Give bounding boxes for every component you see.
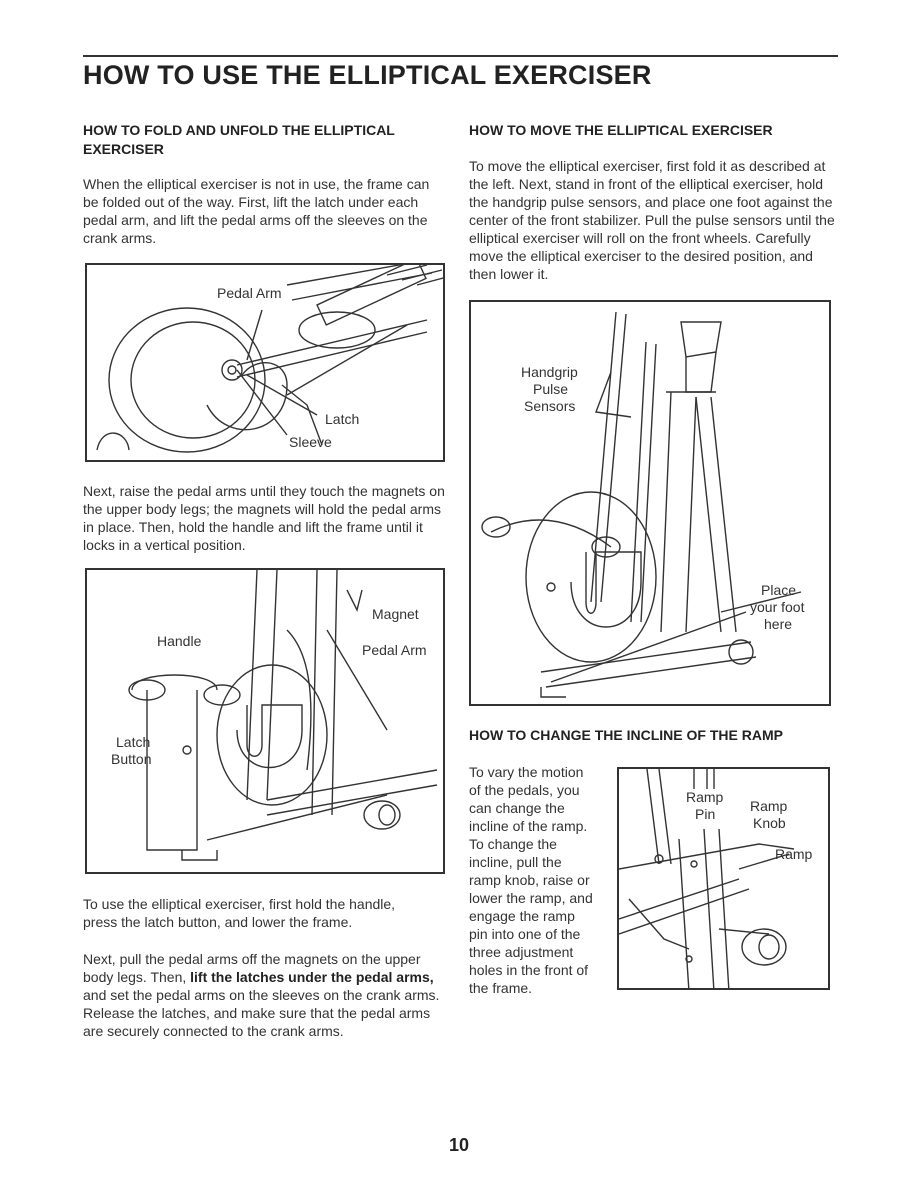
incline-heading: HOW TO CHANGE THE INCLINE OF THE RAMP — [469, 727, 783, 743]
label-ramp-pin-line2: Pin — [695, 806, 716, 822]
label-ramp-knob-line1: Ramp — [750, 798, 788, 814]
moving-illustration — [481, 311, 802, 698]
figure-ramp-incline: Ramp Pin Ramp Knob Ramp — [617, 767, 830, 990]
label-here: here — [764, 616, 793, 632]
label-handle: Handle — [157, 633, 202, 649]
label-latch: Latch — [325, 411, 360, 427]
label-pedal-arm: Pedal Arm — [217, 285, 282, 301]
folded-frame-illustration — [128, 570, 438, 861]
raise-paragraph: Next, raise the pedal arms until they to… — [83, 483, 445, 553]
title-rule — [83, 55, 838, 57]
incline-paragraph: To vary the motion of the pedals, you ca… — [469, 764, 593, 996]
label-pulse: Pulse — [533, 381, 569, 397]
label-magnet: Magnet — [372, 606, 419, 622]
label-ramp-knob-line2: Knob — [753, 815, 786, 831]
fold-heading: HOW TO FOLD AND UNFOLD THE ELLIPTICAL EX… — [83, 122, 395, 157]
move-paragraph: To move the elliptical exerciser, first … — [469, 158, 835, 282]
label-latch-button-line1: Latch — [116, 734, 151, 750]
pull-text-start: Next, pull the pedal arms off the magnet… — [83, 951, 421, 985]
pull-text-bold: lift the latches under the pedal arms, — [190, 969, 434, 985]
label-latch-button-line2: Button — [111, 751, 152, 767]
figure-magnet-handle: Magnet Handle Pedal Arm Latch Button — [85, 568, 445, 874]
pedal-arm-illustration — [96, 265, 443, 453]
page-number: 10 — [448, 1135, 470, 1155]
ramp-illustration — [619, 769, 795, 988]
figure-pedal-arm-latch: Pedal Arm Latch Sleeve — [85, 263, 445, 462]
label-sleeve: Sleeve — [289, 434, 332, 450]
fold-paragraph: When the elliptical exerciser is not in … — [83, 176, 430, 246]
label-place: Place — [761, 582, 797, 598]
use-paragraph: To use the elliptical exerciser, first h… — [83, 896, 396, 930]
page-title: HOW TO USE THE ELLIPTICAL EXERCISER — [83, 60, 652, 90]
label-handgrip: Handgrip — [521, 364, 578, 380]
label-ramp: Ramp — [775, 846, 813, 862]
label-sensors: Sensors — [524, 398, 576, 414]
label-your-foot: your foot — [750, 599, 805, 615]
pull-paragraph: Next, pull the pedal arms off the magnet… — [83, 950, 448, 1040]
pull-text-end: and set the pedal arms on the sleeves on… — [83, 987, 440, 1039]
label-ramp-pin-line1: Ramp — [686, 789, 724, 805]
figure-handgrip-foot: Handgrip Pulse Sensors Place your foot h… — [469, 300, 831, 706]
label-pedal-arm-2: Pedal Arm — [362, 642, 427, 658]
move-heading: HOW TO MOVE THE ELLIPTICAL EXERCISER — [469, 122, 773, 138]
